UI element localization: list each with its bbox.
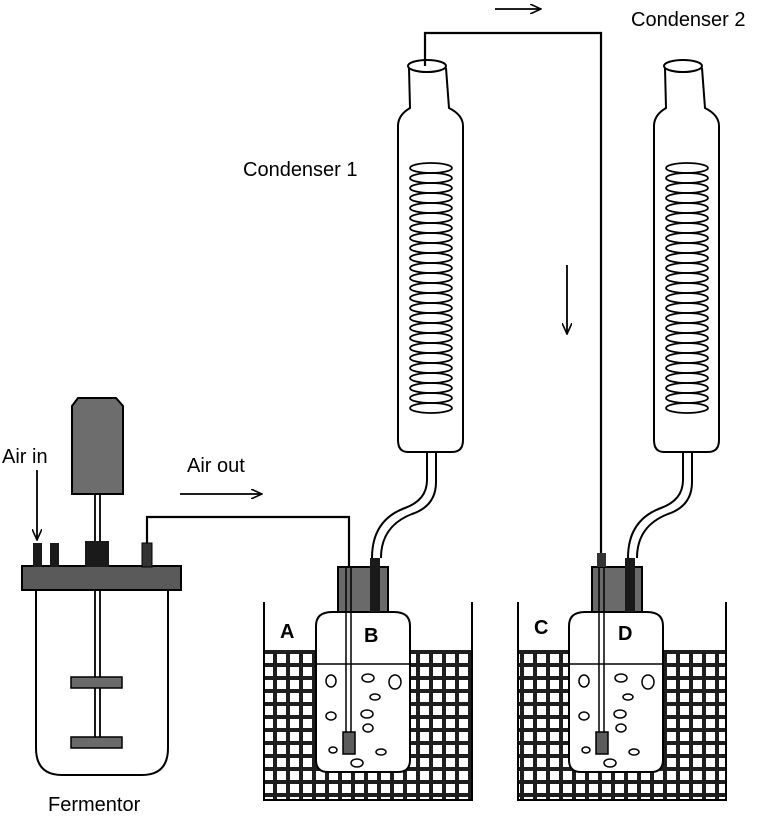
condenser-1-drain: [371, 452, 437, 559]
condenser-2-top: [663, 59, 703, 73]
condenser-2-label: Condenser 2: [631, 9, 746, 31]
outlet-port-b: [370, 558, 380, 612]
bath-label-c: C: [534, 617, 548, 639]
condenser-2-coil: [665, 162, 709, 414]
air-out-indicator: Air out: [180, 455, 262, 494]
bubbles-b: [325, 673, 402, 768]
bottle-label-d: D: [618, 623, 632, 645]
vapor-tube: [423, 31, 603, 553]
condenser-1: Condenser 1: [243, 59, 464, 559]
fermentor-label: Fermentor: [48, 794, 141, 816]
sparger-d: [595, 731, 609, 755]
condenser-1-label: Condenser 1: [243, 159, 358, 181]
outlet-port-d: [625, 558, 635, 612]
trap-bottle-b: B: [315, 558, 411, 773]
fermentor-lid: [21, 565, 182, 591]
sample-port: [50, 543, 59, 567]
stirrer-motor: [71, 397, 124, 495]
bubbles-d: [578, 673, 655, 768]
condenser-1-coil: [409, 162, 453, 414]
impeller-lower: [70, 736, 123, 749]
air-out-label: Air out: [187, 455, 245, 477]
trap-bottle-d: D: [568, 553, 664, 773]
air-tube-1: [145, 515, 351, 567]
sparger-b: [342, 731, 356, 755]
fermentor: Fermentor: [21, 397, 182, 816]
air-out-port: [141, 542, 153, 568]
bottle-label-b: B: [364, 625, 378, 647]
condenser-2: Condenser 2: [627, 9, 746, 559]
air-in-port: [33, 543, 42, 567]
impeller-upper: [70, 676, 123, 689]
bath-label-a: A: [280, 621, 294, 643]
condenser-1-top: [407, 59, 447, 73]
air-in-indicator: Air in: [2, 446, 48, 540]
stirrer-coupling: [85, 541, 109, 567]
air-in-label: Air in: [2, 446, 48, 468]
condenser-2-drain: [627, 452, 693, 559]
